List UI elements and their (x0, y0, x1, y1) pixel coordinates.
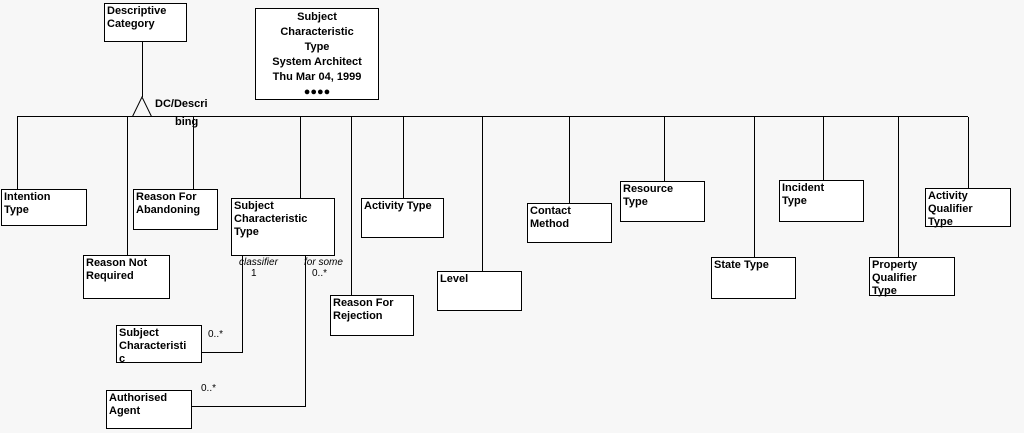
connector-line (664, 117, 665, 181)
node-resource-type[interactable]: Resource Type (620, 181, 705, 222)
classifier-role: classifier (239, 257, 278, 268)
connector-line (482, 117, 483, 271)
dc-describing-line1: DC/Descri (155, 98, 208, 110)
connector-line (968, 117, 969, 188)
connector-line (300, 117, 301, 198)
connector-line (569, 117, 570, 203)
connector-line (192, 406, 306, 407)
node-descriptive-category[interactable]: Descriptive Category (104, 3, 187, 42)
connector-line (351, 117, 352, 295)
connector-line (898, 117, 899, 257)
node-contact-method[interactable]: Contact Method (527, 203, 612, 243)
connector-line (127, 117, 128, 255)
connector-line (403, 117, 404, 198)
connector-line (754, 117, 755, 257)
fork-triangle-icon (132, 96, 152, 117)
node-subject-characteristic[interactable]: Subject Characteristi c (116, 325, 202, 365)
node-activity-type[interactable]: Activity Type (361, 198, 444, 238)
connector-line (17, 117, 18, 189)
connector-line (305, 256, 306, 407)
connector-line (17, 116, 968, 117)
connector-line (142, 42, 143, 97)
classifier-multiplicity: 1 (251, 268, 257, 279)
node-subject-characteristic-type[interactable]: Subject Characteristic Type (231, 198, 335, 256)
node-activity-qualifier-type[interactable]: Activity Qualifier Type (925, 188, 1011, 228)
node-property-qualifier-type[interactable]: Property Qualifier Type (869, 257, 955, 297)
authorised-agent-multiplicity: 0..* (201, 383, 217, 394)
node-authorised-agent[interactable]: Authorised Agent (106, 390, 192, 429)
connector-line (823, 117, 824, 180)
node-reason-not-required[interactable]: Reason Not Required (83, 255, 170, 299)
node-state-type[interactable]: State Type (711, 257, 796, 299)
for-some-multiplicity: 0..* (312, 268, 328, 279)
node-reason-for-abandoning[interactable]: Reason For Abandoning (133, 189, 218, 230)
connector-line (193, 117, 194, 189)
connector-line (242, 256, 243, 353)
dc-describing-line2: bing (175, 116, 199, 128)
node-incident-type[interactable]: Incident Type (779, 180, 864, 222)
node-level[interactable]: Level (437, 271, 522, 311)
for-some-role: for some (304, 257, 343, 268)
diagram-title-block[interactable]: Subject Characteristic Type System Archi… (255, 8, 379, 100)
node-intention-type[interactable]: Intention Type (1, 189, 87, 226)
subject-characteristic-multiplicity: 0..* (208, 329, 224, 340)
connector-line (201, 352, 243, 353)
node-reason-for-rejection[interactable]: Reason For Rejection (330, 295, 414, 336)
